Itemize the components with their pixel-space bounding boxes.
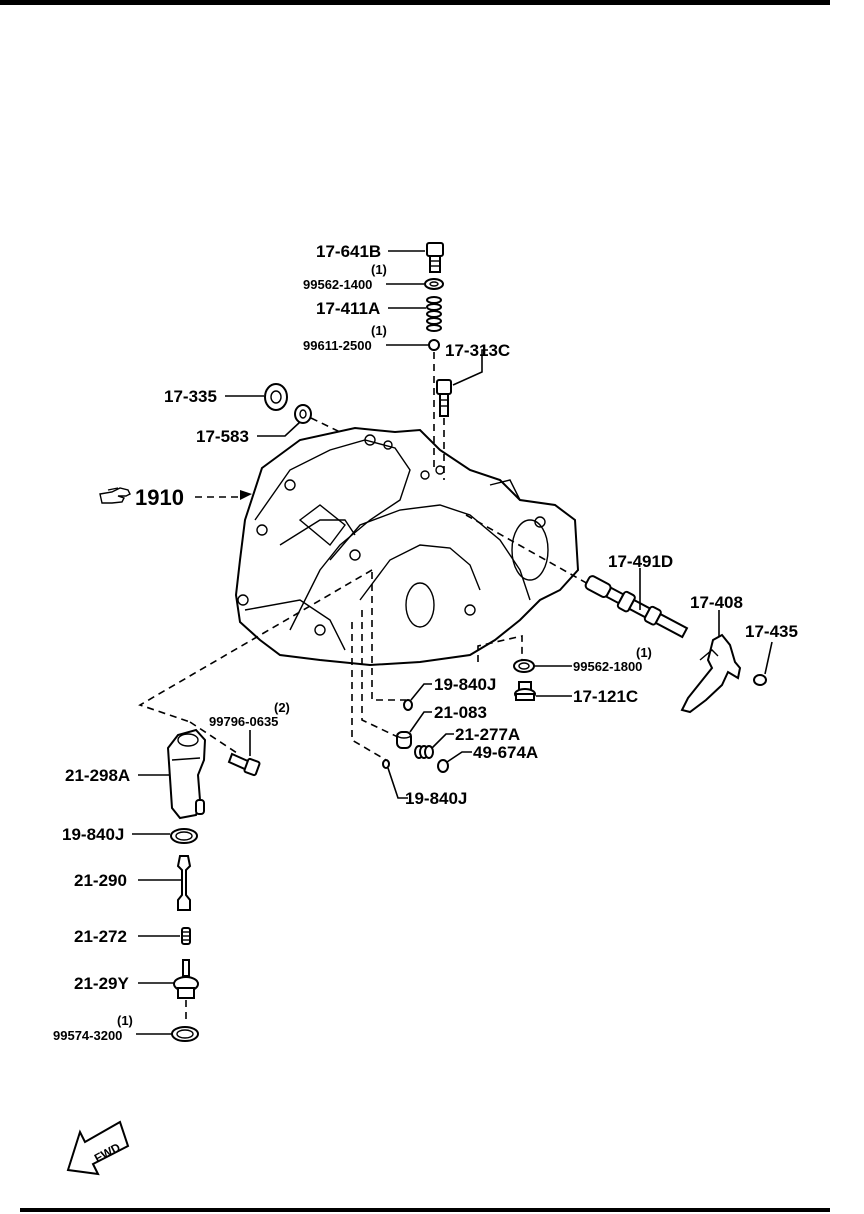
o-ring-19-840J-a (403, 699, 413, 711)
plug-bolt-17-641B (426, 242, 444, 273)
shaft-21-290 (176, 855, 192, 911)
label-17-491D: 17-491D (608, 552, 673, 571)
seal-17-583 (294, 404, 312, 424)
o-ring-19-840J-c (170, 828, 198, 844)
label-99562-1800: 99562-1800 (573, 659, 642, 674)
bolt-99796-0635 (227, 752, 261, 777)
bushing-21-083 (396, 731, 412, 749)
label-49-674A: 49-674A (473, 743, 538, 762)
label-19-840J-b: 19-840J (405, 789, 467, 808)
transmission-case (234, 426, 580, 667)
ball-99611-2500 (428, 339, 440, 351)
label-17-121C: 17-121C (573, 687, 638, 706)
spring-17-411A (426, 296, 442, 332)
label-21-298A: 21-298A (65, 766, 130, 785)
top-border (0, 0, 830, 5)
label-21-290: 21-290 (74, 871, 127, 890)
label-99574-3200: 99574-3200 (53, 1028, 122, 1043)
fwd-arrow-icon: FWD (66, 1120, 130, 1176)
washer-99562-1800 (513, 659, 535, 673)
o-ring-19-840J-b (382, 759, 390, 769)
label-17-313C: 17-313C (445, 341, 510, 360)
label-17-411A: 17-411A (316, 299, 380, 318)
label-19-840J-a: 19-840J (434, 675, 496, 694)
qty-99562-1400: (1) (371, 262, 387, 277)
housing-21-298A (166, 728, 207, 820)
washer-99562-1400 (424, 278, 444, 290)
plug-21-29Y (173, 959, 199, 999)
label-17-435: 17-435 (745, 622, 798, 641)
label-21-29Y: 21-29Y (74, 974, 129, 993)
qty-99611-2500: (1) (371, 323, 387, 338)
pointing-hand-icon (99, 487, 131, 504)
label-99562-1400: 99562-1400 (303, 277, 372, 292)
label-17-641B: 17-641B (316, 242, 381, 261)
spring-21-272 (181, 927, 191, 945)
pin-17-435 (753, 674, 767, 686)
plug-17-121C (514, 681, 536, 701)
label-21-277A: 21-277A (455, 725, 520, 744)
seal-17-335 (264, 383, 288, 411)
label-21-083: 21-083 (434, 703, 487, 722)
qty-99796-0635: (2) (274, 700, 290, 715)
label-17-335: 17-335 (164, 387, 217, 406)
shift-fork-17-408 (680, 633, 742, 714)
ring-49-674A (437, 759, 449, 773)
label-17-408: 17-408 (690, 593, 743, 612)
bolt-17-313C (436, 379, 452, 417)
label-19-840J-c: 19-840J (62, 825, 124, 844)
shift-rod-17-491D (584, 575, 689, 639)
label-99611-2500: 99611-2500 (303, 338, 372, 353)
qty-99562-1800: (1) (636, 645, 652, 660)
label-99796-0635: 99796-0635 (209, 714, 278, 729)
spring-21-277A (414, 745, 434, 759)
qty-99574-3200: (1) (117, 1013, 133, 1028)
bottom-border (20, 1208, 830, 1212)
washer-99574-3200 (171, 1026, 199, 1042)
label-17-583: 17-583 (196, 427, 249, 446)
label-21-272: 21-272 (74, 927, 127, 946)
label-1910: 1910 (135, 485, 184, 510)
